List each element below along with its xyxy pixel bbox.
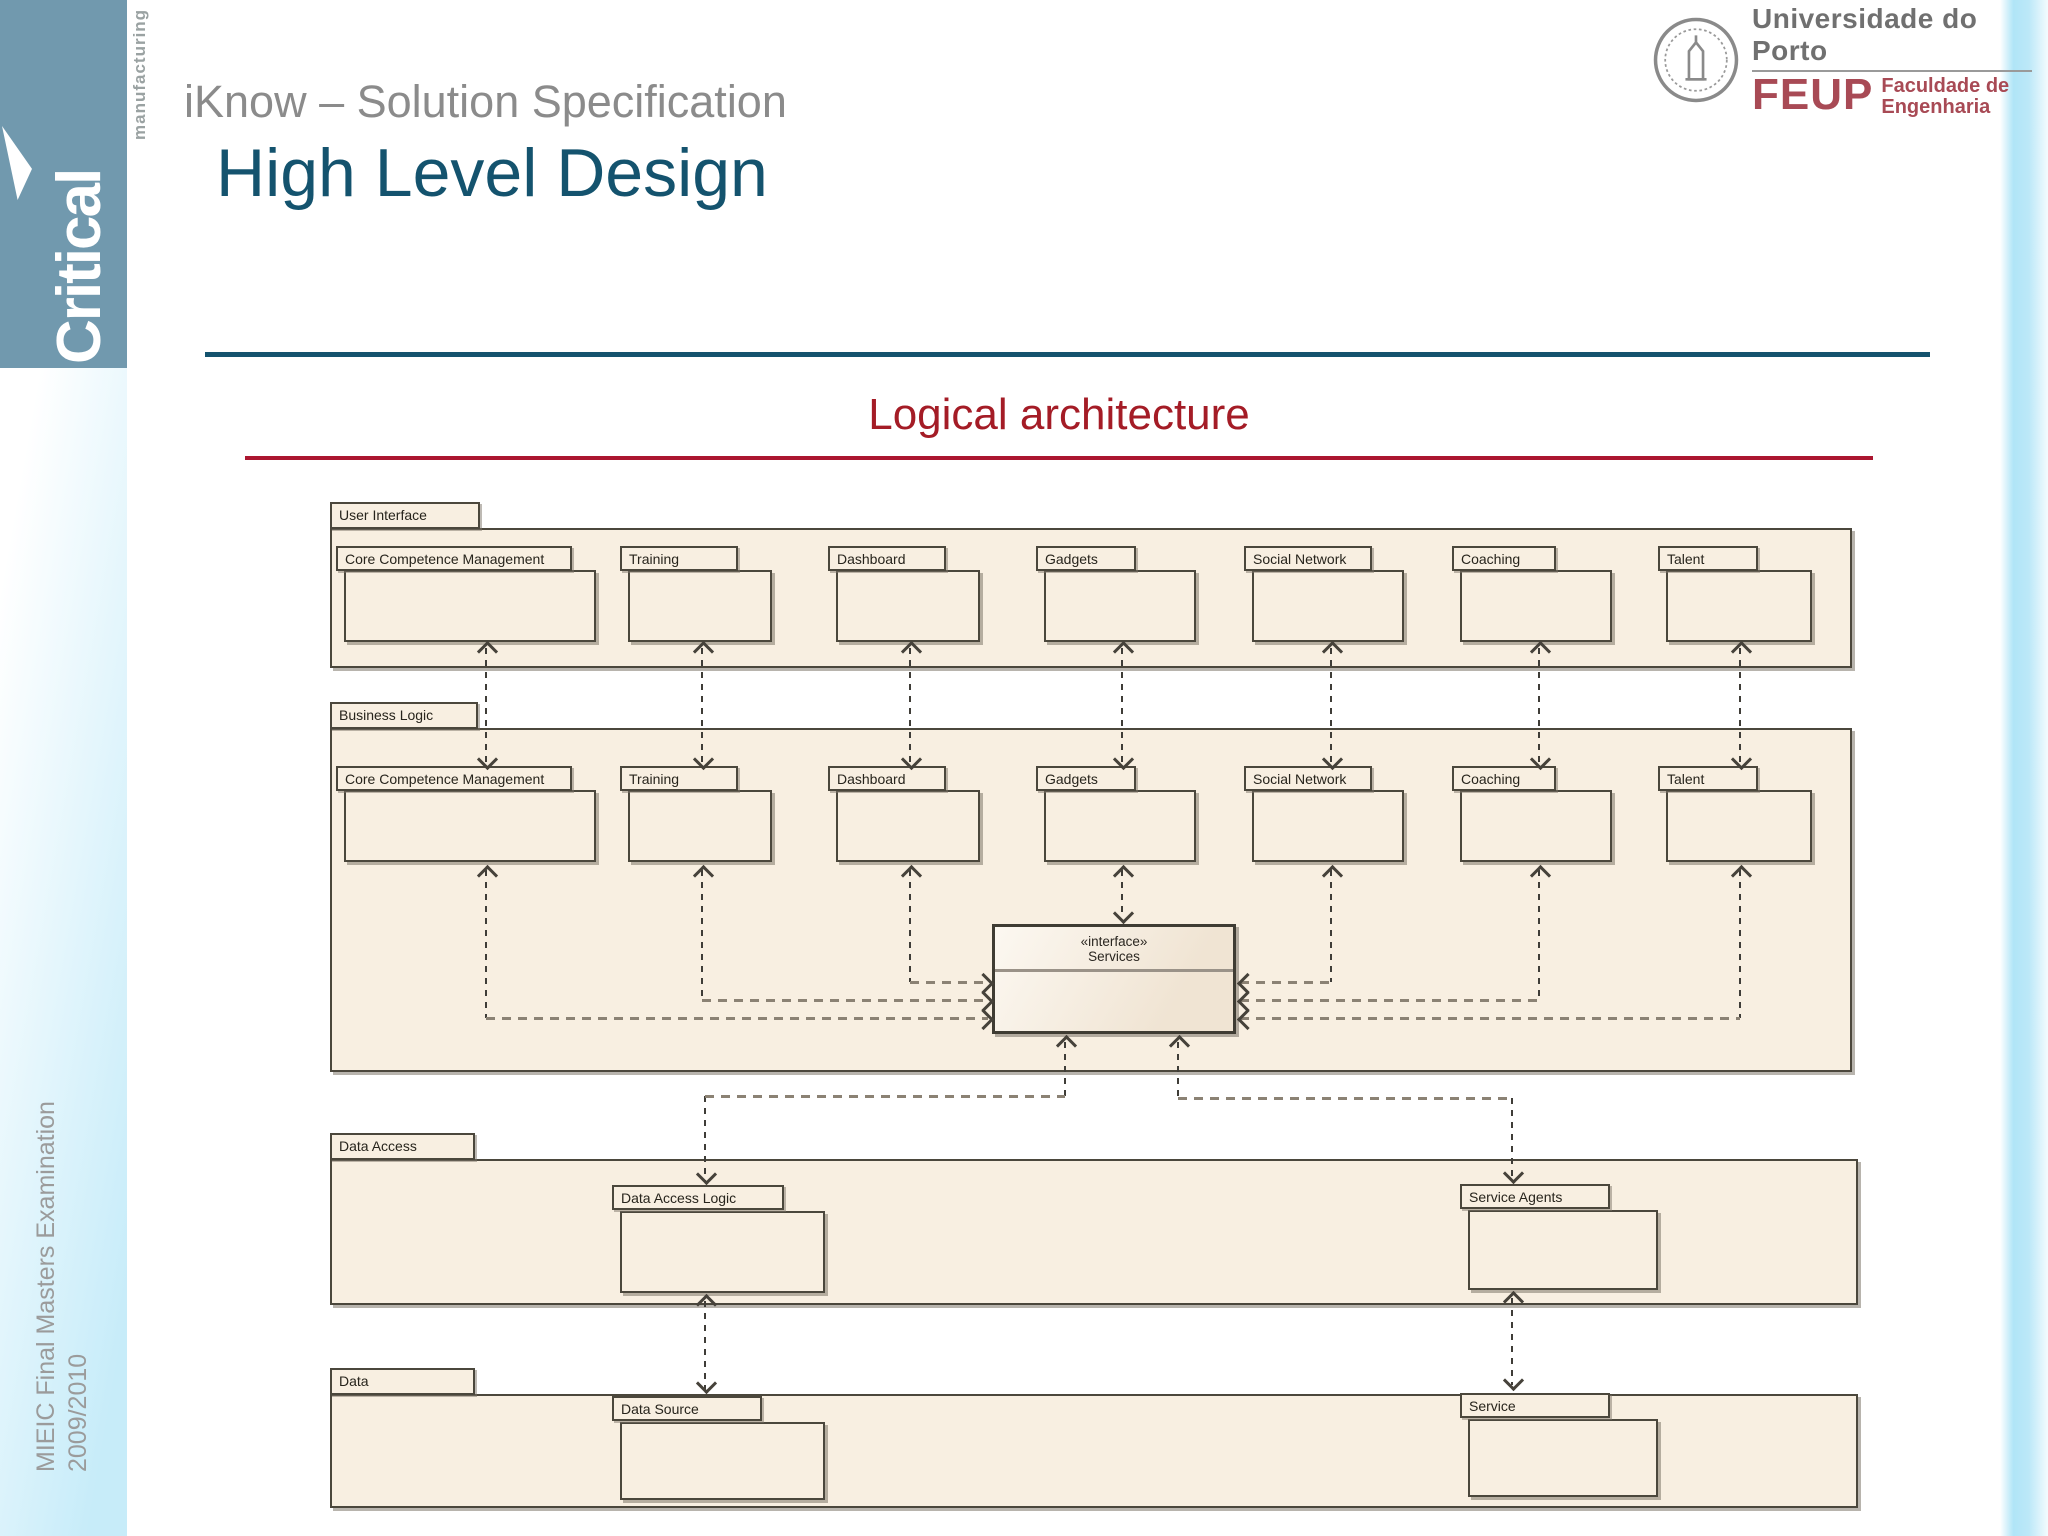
package-service: Service	[1460, 1393, 1610, 1418]
connector-horizontal	[1240, 999, 1539, 1002]
connector-horizontal	[705, 1095, 1065, 1098]
connector-horizontal	[1178, 1097, 1512, 1100]
connector-horizontal	[1240, 981, 1331, 984]
slide-subtitle: iKnow – Solution Specification	[184, 76, 787, 127]
layer-tab-0: User Interface	[330, 502, 480, 529]
package-core-competence-management: Core Competence Management	[336, 546, 572, 571]
package-body	[628, 570, 772, 642]
package-data-access-logic: Data Access Logic	[612, 1185, 784, 1210]
feup-faculty: Faculdade de Engenharia	[1881, 74, 2010, 118]
services-compartment-divider	[995, 969, 1233, 972]
connector-vertical	[1330, 870, 1332, 982]
connector-horizontal	[702, 999, 988, 1002]
connector-vertical	[701, 870, 703, 1000]
connector-vertical	[485, 870, 487, 1018]
services-stereotype: «interface»	[1080, 934, 1148, 949]
package-talent: Talent	[1658, 766, 1758, 791]
left-gradient-strip	[0, 368, 127, 1536]
package-body	[1044, 790, 1196, 862]
connector-vertical	[909, 870, 911, 982]
package-coaching: Coaching	[1452, 546, 1556, 571]
connector-vertical	[1538, 648, 1540, 762]
connector-vertical	[1330, 648, 1332, 762]
package-data-source: Data Source	[612, 1396, 762, 1421]
header-rule	[205, 352, 1930, 357]
package-dashboard: Dashboard	[828, 766, 946, 791]
package-training: Training	[620, 766, 738, 791]
package-body	[1252, 790, 1404, 862]
section-heading-rule	[245, 456, 1873, 460]
package-body	[1666, 570, 1812, 642]
feup-faculty-line2: Engenharia	[1881, 95, 1991, 118]
feup-logo: Universidade do Porto FEUP Faculdade de …	[1652, 3, 2032, 117]
page-title: High Level Design	[216, 135, 768, 211]
package-body	[1468, 1210, 1658, 1290]
connector-vertical	[1064, 1042, 1066, 1096]
connector-horizontal	[486, 1017, 988, 1020]
feup-acronym: FEUP	[1752, 69, 1874, 119]
connector-vertical	[909, 648, 911, 762]
section-heading: Logical architecture	[868, 390, 1250, 439]
connector-vertical	[1121, 870, 1123, 916]
connector-vertical	[701, 648, 703, 762]
package-body	[344, 570, 596, 642]
connector-vertical	[1121, 648, 1123, 762]
package-body	[1460, 570, 1612, 642]
package-body	[1044, 570, 1196, 642]
services-interface-box: «interface»Services	[992, 924, 1236, 1034]
feup-faculty-line1: Faculdade de	[1881, 74, 2010, 97]
package-talent: Talent	[1658, 546, 1758, 571]
connector-vertical	[1511, 1098, 1513, 1178]
connector-vertical	[1739, 870, 1741, 1018]
package-body	[628, 790, 772, 862]
package-training: Training	[620, 546, 738, 571]
package-dashboard: Dashboard	[828, 546, 946, 571]
connector-vertical	[1739, 648, 1741, 762]
university-seal-icon	[1653, 17, 1739, 103]
connector-vertical	[1177, 1042, 1179, 1098]
critical-logo: Critical	[0, 0, 127, 368]
package-service-agents: Service Agents	[1460, 1184, 1610, 1209]
package-core-competence-management: Core Competence Management	[336, 766, 572, 791]
connector-vertical	[485, 648, 487, 762]
package-social-network: Social Network	[1244, 546, 1372, 571]
package-body	[620, 1422, 825, 1500]
services-name: Services	[1088, 949, 1140, 964]
connector-horizontal	[910, 981, 988, 984]
layer-tab-1: Business Logic	[330, 702, 478, 729]
package-body	[836, 790, 980, 862]
package-body	[1666, 790, 1812, 862]
right-gradient-strip	[2000, 0, 2048, 1536]
layer-tab-2: Data Access	[330, 1133, 475, 1160]
connector-vertical	[704, 1096, 706, 1181]
package-social-network: Social Network	[1244, 766, 1372, 791]
package-body	[344, 790, 596, 862]
package-body	[620, 1211, 825, 1293]
package-gadgets: Gadgets	[1036, 766, 1136, 791]
connector-horizontal	[1240, 1017, 1740, 1020]
package-body	[1252, 570, 1404, 642]
package-coaching: Coaching	[1452, 766, 1556, 791]
connector-vertical	[1511, 1298, 1513, 1385]
package-gadgets: Gadgets	[1036, 546, 1136, 571]
university-name: Universidade do Porto	[1752, 2, 1978, 66]
connector-vertical	[704, 1301, 706, 1392]
layer-tab-3: Data	[330, 1368, 475, 1395]
feup-divider	[1752, 69, 2032, 72]
package-body	[836, 570, 980, 642]
arrowhead-down	[695, 1372, 718, 1395]
package-body	[1460, 790, 1612, 862]
connector-vertical	[1538, 870, 1540, 1000]
arrowhead-down	[1502, 1369, 1525, 1392]
package-body	[1468, 1419, 1658, 1497]
